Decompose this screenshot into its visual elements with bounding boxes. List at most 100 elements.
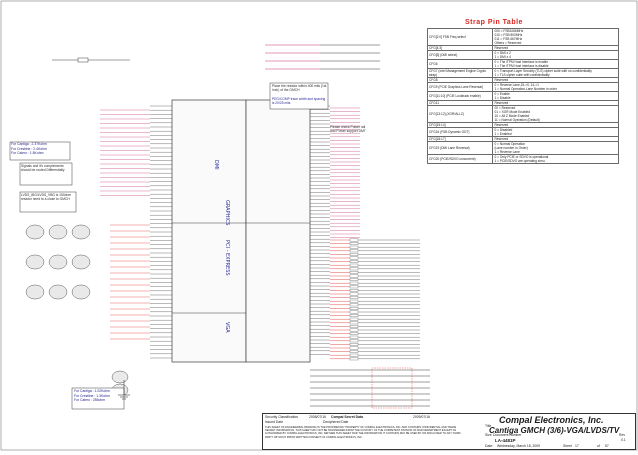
- pcie-cap: [349, 299, 359, 303]
- strap-row: CFG20 (PCIE/SDVO concurrent)0 = Only PCI…: [426, 154, 619, 164]
- passive-component: [71, 254, 91, 270]
- section-label-dmi: DMI: [213, 160, 219, 170]
- sheet-value: 17: [575, 444, 579, 448]
- pcie-net-lines: [330, 107, 420, 361]
- passive-component: [111, 370, 129, 384]
- strap-desc-cell: 0 = Transport Layer Security (TLS) ciphe…: [492, 68, 619, 78]
- note-left-2: Signals and it's complements should be r…: [21, 164, 65, 172]
- strap-pin-cell: CFG[5] (DMI select): [426, 50, 494, 60]
- pcie-cap: [349, 310, 359, 314]
- pcie-cap: [349, 274, 359, 278]
- date-label: Date:: [485, 444, 494, 448]
- strap-desc-cell: 0 = The iTPM Host Interface is enable 1 …: [492, 59, 619, 69]
- security-value: Compal Secret Data: [331, 415, 364, 419]
- note-resistor-box: [269, 82, 329, 110]
- pcie-cap: [349, 271, 359, 274]
- note-right: Please check Power rail and Power suppor…: [330, 125, 366, 133]
- issued-label: Issued Date: [265, 420, 284, 424]
- strap-desc-cell: 0 = Disabled 1 = Enabled: [492, 127, 619, 137]
- sheet-title: Cantiga GMCH (3/6)-VGA/LVDS/TV: [489, 426, 620, 435]
- note-left-box-1: [9, 141, 71, 161]
- note-bottom-box: [71, 387, 125, 410]
- strap-row: CFG[11:10] (PCIE Lookback enable)0 = Ena…: [426, 91, 619, 101]
- title-label: Title: [485, 424, 492, 428]
- note-routing: PEG/COMP trace width and spacing is 20/2…: [272, 97, 326, 105]
- pcie-cap: [349, 335, 359, 339]
- pcie-cap: [349, 260, 359, 263]
- passive-component: [71, 284, 91, 300]
- top-left-net: [52, 57, 130, 63]
- strap-table-title: Strap Pin Table: [465, 19, 523, 26]
- pcie-cap: [349, 242, 359, 245]
- date-value: Wednesday, March 18, 2009: [497, 444, 541, 448]
- rev-value: 0.1: [621, 438, 626, 442]
- pcie-cap: [349, 346, 359, 350]
- issued-value: 2008/07/16: [309, 415, 326, 419]
- top-net-bundle: [265, 44, 380, 70]
- pcie-cap: [349, 245, 359, 249]
- pcie-cap: [349, 350, 359, 353]
- note-left-box-3: [19, 191, 77, 213]
- security-label: Security Classification: [265, 415, 299, 419]
- pcie-cap: [349, 263, 359, 267]
- pcie-cap: [349, 332, 359, 335]
- pcie-cap: [349, 296, 359, 299]
- note-bottom: For Cantiga : 1.02Kohm For Crestline : 1…: [74, 389, 110, 402]
- note-left-box-2: [19, 162, 73, 186]
- gmch-right-pins: [310, 105, 330, 355]
- strap-desc-cell: 0 = Reverse Lane,15->0, 14->1 1 = Normal…: [492, 82, 619, 92]
- passive-component: [48, 284, 68, 300]
- strap-row: CFG7 (Intel Management Engine Crypto str…: [426, 68, 619, 78]
- sheet-label: Sheet: [563, 444, 572, 448]
- pcie-cap: [349, 343, 359, 346]
- pcie-cap: [349, 321, 359, 325]
- pcie-cap: [349, 353, 359, 357]
- strap-pin-cell: CFG20 (PCIE/SDVO concurrent): [426, 154, 494, 164]
- strap-row: CFG[13:12] (XOR/ALLZ)00 = Reserved 01 = …: [426, 105, 619, 123]
- pcie-cap: [349, 357, 359, 361]
- strap-desc-cell: 00 = Reserved 01 = XOR Mode Enabled 10 =…: [492, 105, 619, 123]
- bottom-bus-lines: [310, 369, 430, 407]
- left-passive-clusters: [25, 224, 129, 397]
- strap-pin-cell: CFG[13:12] (XOR/ALLZ): [426, 105, 494, 123]
- pcie-cap: [349, 278, 359, 281]
- pcie-cap: [349, 256, 359, 260]
- pcie-cap: [349, 325, 359, 328]
- pcie-cap: [349, 281, 359, 285]
- section-label-pcie: PCI - EXPRESS: [224, 240, 230, 276]
- of-value: 57: [605, 444, 609, 448]
- decipher-value: 2009/07/16: [413, 415, 430, 419]
- bottom-bus-labels: [371, 367, 413, 409]
- strap-row: CFG19 (DMI Lane Reversal)0 = Normal Oper…: [426, 141, 619, 155]
- passive-component: [71, 224, 91, 240]
- pcie-cap: [349, 292, 359, 296]
- disclaimer: THIS SHEET OF ENGINEERING DRAWING IS THE…: [265, 426, 461, 439]
- strap-pin-cell: CFG[2:0] FSB Freq select: [426, 28, 494, 46]
- strap-desc-cell: 0 = Enable 1 = Disable: [492, 91, 619, 101]
- passive-component: [25, 224, 45, 240]
- pcie-cap: [349, 285, 359, 289]
- strap-pin-table: Strap Pin Table CFG[2:0] FSB Freq select…: [426, 19, 619, 164]
- strap-pin-cell: CFG9 (PCIE Graphics Lane Reversal): [426, 82, 494, 92]
- strap-row: CFG16 (FSB Dynamic ODT)0 = Disabled 1 = …: [426, 127, 619, 137]
- strap-desc-cell: 0 = DMI x 2 1 = DMI x 4: [492, 50, 619, 60]
- left-net-lines: [100, 109, 150, 340]
- rev-label: Rev: [619, 433, 626, 437]
- note-resistor: Place the resistor within 400 mils (1st …: [272, 84, 327, 92]
- strap-pin-cell: CFG16 (FSB Dynamic ODT): [426, 127, 494, 137]
- strap-row: CFG9 (PCIE Graphics Lane Reversal)0 = Re…: [426, 82, 619, 92]
- title-block: Security Classification Compal Secret Da…: [262, 413, 636, 450]
- gmch-left-pins: [150, 105, 172, 359]
- pcie-cap: [349, 249, 359, 253]
- pcie-cap: [349, 317, 359, 321]
- doc-number: LA-4481P: [495, 438, 516, 443]
- pcie-cap: [349, 307, 359, 310]
- decipher-label: Deciphered Date: [323, 420, 349, 424]
- note-left-3: LVDS_IBG/LVDS_VBG is 150ohm resistor nee…: [21, 193, 72, 201]
- gmch-symbol-left: [171, 99, 247, 363]
- of-label: of: [597, 444, 600, 448]
- section-label-vga: VGA: [224, 322, 230, 333]
